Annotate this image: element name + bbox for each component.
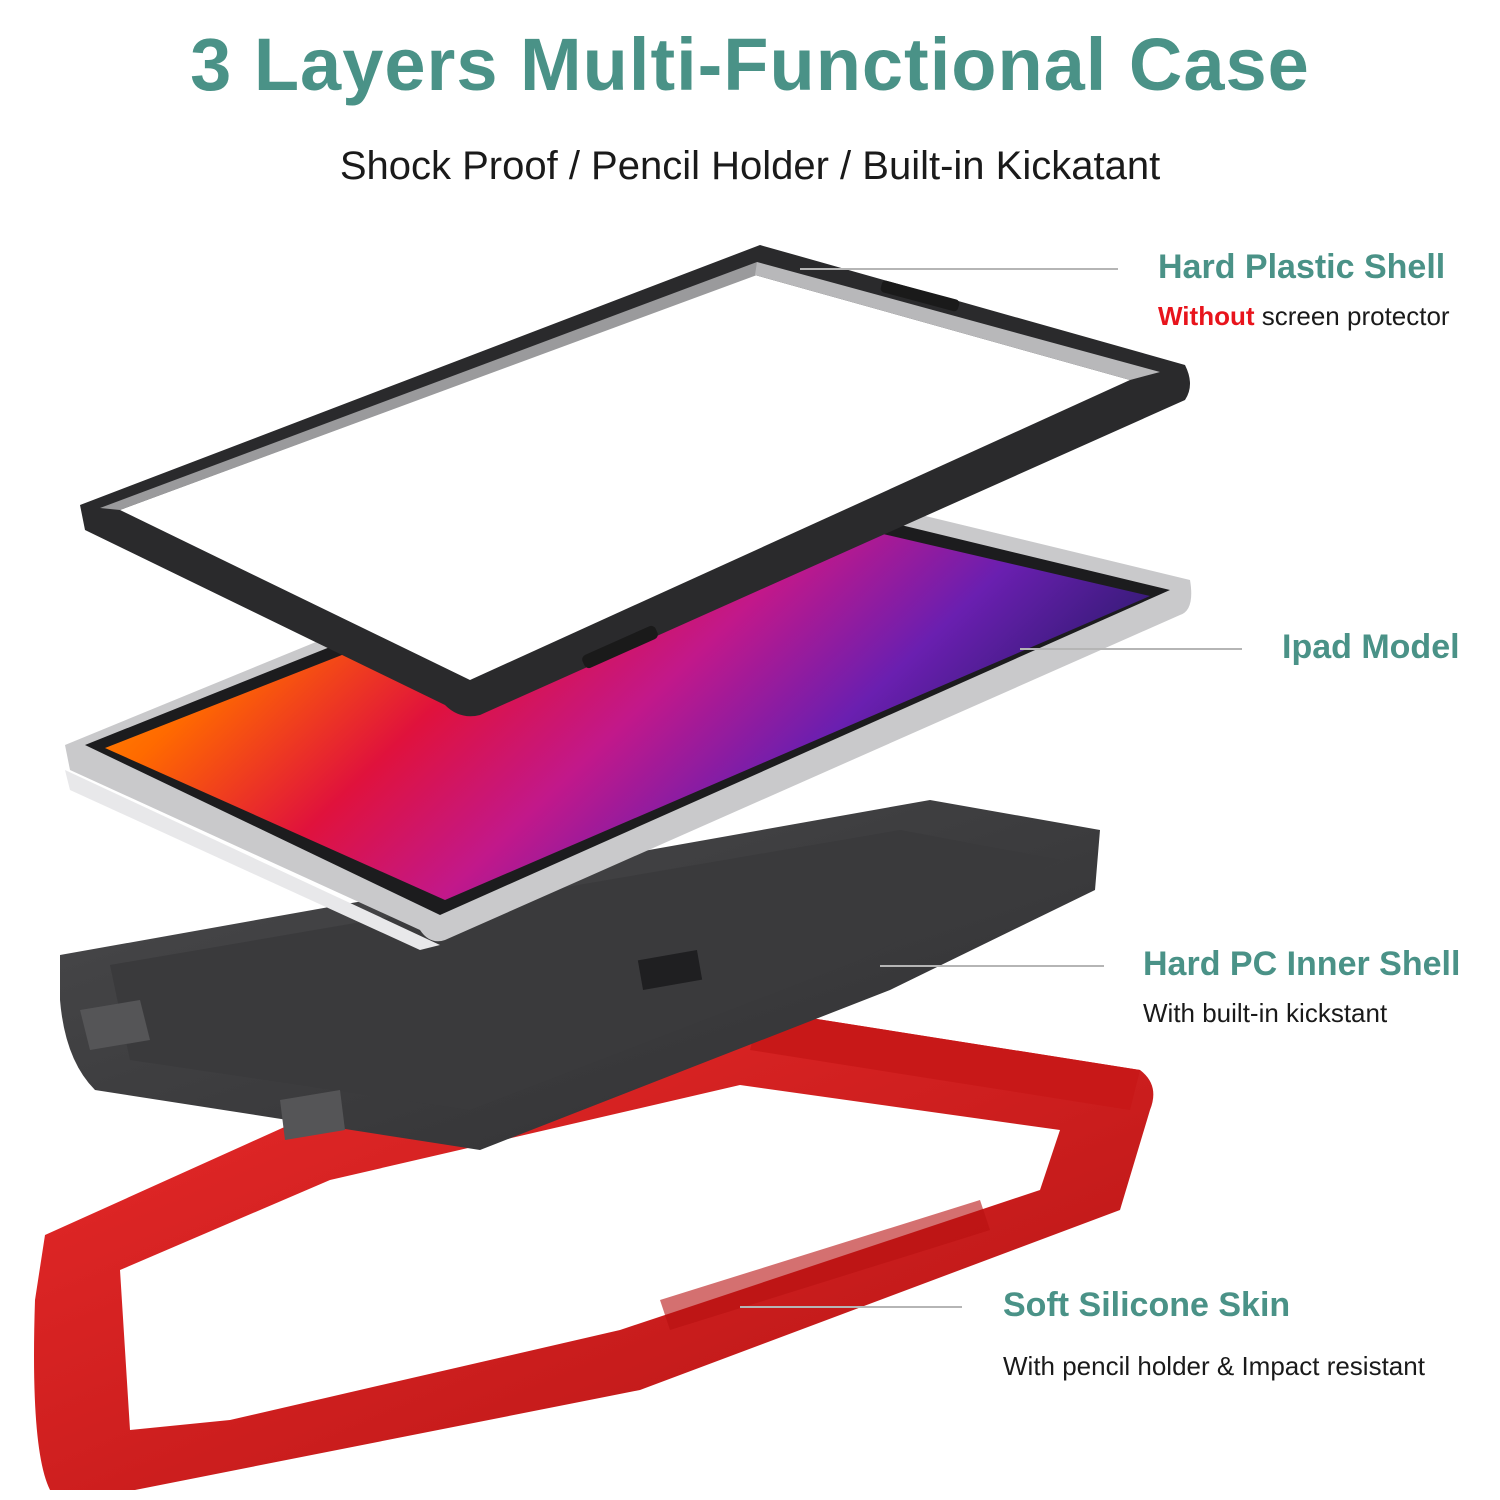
layer-name: Hard Plastic Shell [1158, 248, 1446, 286]
leader-line-silicone-skin [740, 1306, 962, 1308]
leader-line-ipad-model [1020, 648, 1242, 650]
leader-line-inner-shell [880, 965, 1104, 967]
callout-hard-plastic-shell: Hard Plastic Shell Without screen protec… [1158, 248, 1450, 332]
layer-description-highlight: Without [1158, 301, 1255, 331]
layer-name: Ipad Model [1282, 628, 1460, 666]
inner-shell-layer [60, 800, 1100, 1150]
leader-line-hard-plastic-shell [800, 268, 1118, 270]
layer-description: With built-in kickstant [1143, 998, 1388, 1028]
layer-description: With pencil holder & Impact resistant [1003, 1351, 1425, 1381]
layer-name: Hard PC Inner Shell [1143, 945, 1461, 983]
page-subtitle: Shock Proof / Pencil Holder / Built-in K… [339, 144, 1161, 188]
layer-description: Without screen protector [1158, 301, 1450, 332]
layer-name: Soft Silicone Skin [1003, 1286, 1291, 1324]
ipad-model-layer [65, 470, 1192, 950]
page-title: 3 Layers Multi-Functional Case [190, 23, 1310, 106]
callout-inner-shell: Hard PC Inner Shell With built-in kickst… [1143, 945, 1460, 1029]
hard-plastic-shell-layer [80, 245, 1190, 717]
callout-silicone-skin: Soft Silicone Skin With pencil holder & … [1003, 1286, 1425, 1382]
callout-ipad-model: Ipad Model [1282, 628, 1460, 667]
layer-description-rest: screen protector [1254, 301, 1450, 331]
